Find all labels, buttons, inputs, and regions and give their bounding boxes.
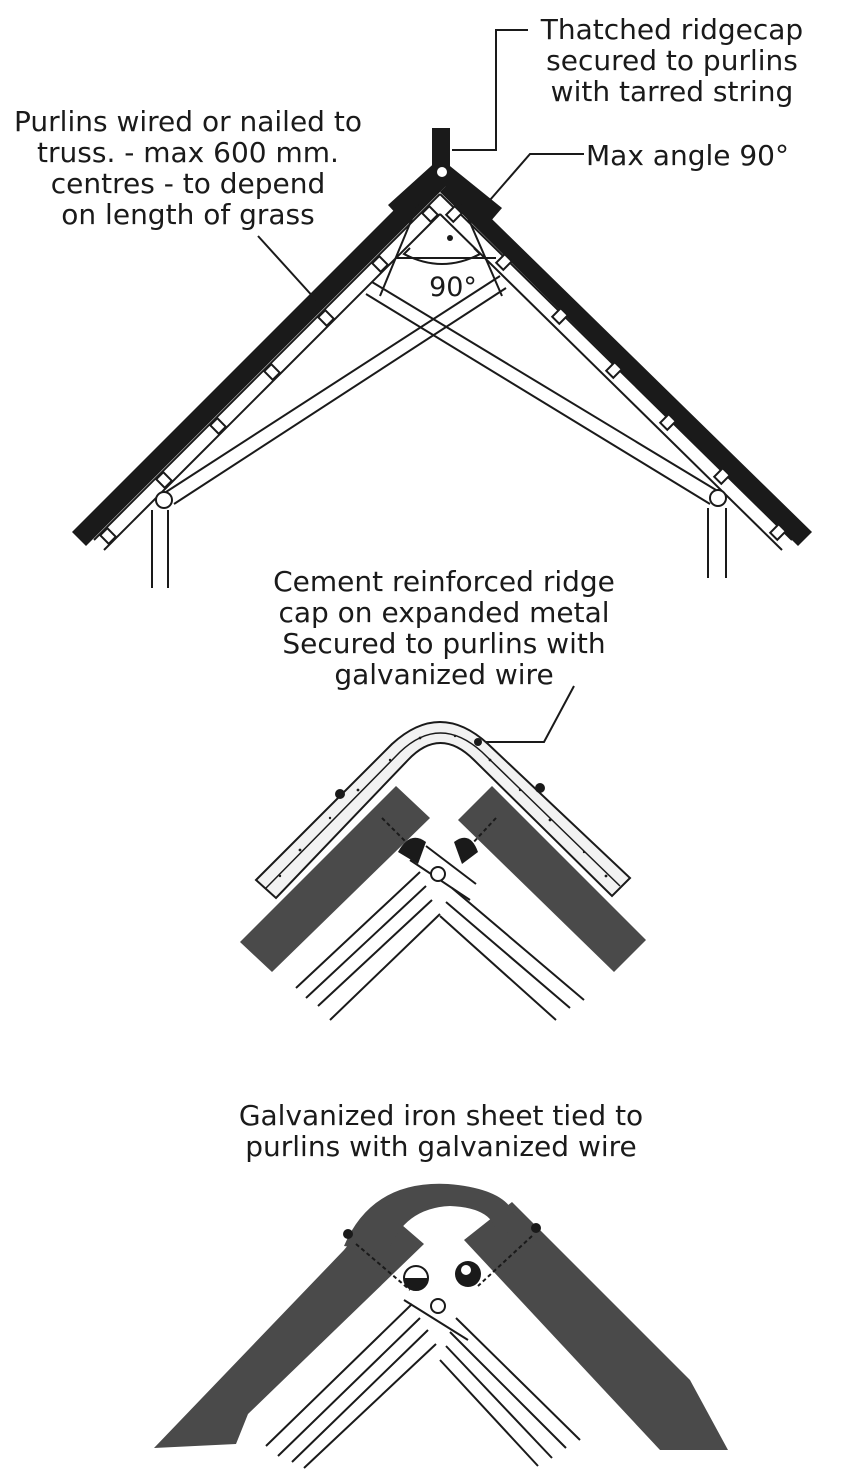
iron-ridge-cap: [344, 1183, 517, 1252]
thatched-ridgecap: [388, 158, 502, 222]
ridge-peg: [435, 165, 449, 179]
iron-sheet-label-line: purlins with galvanized wire: [245, 1130, 637, 1163]
angle-value-label: 90°: [429, 272, 477, 303]
cement-cap-label-line: Secured to purlins with: [282, 627, 606, 660]
iron-sheet-label: Galvanized iron sheet tied to purlins wi…: [196, 1100, 686, 1162]
leader-angle: [489, 153, 584, 201]
purlins-label-line: centres - to depend: [50, 167, 326, 200]
ridgecap-label-line: Thatched ridgecap: [540, 13, 804, 46]
max-angle-label: Max angle 90°: [586, 139, 789, 172]
iron-rafters: [265, 1298, 581, 1469]
cement-cap-label-line: galvanized wire: [334, 658, 554, 691]
ridgecap-label: Thatched ridgecap secured to purlins wit…: [522, 14, 822, 107]
purlins-label: Purlins wired or nailed to truss. - max …: [0, 106, 376, 230]
ridgecap-top: [432, 128, 450, 168]
ridgecap-label-line: secured to purlins: [546, 44, 798, 77]
purlins-left: [98, 204, 440, 546]
ridgecap-label-line: with tarred string: [550, 75, 794, 108]
cement-roof-left: [240, 786, 430, 972]
iron-roof-left: [154, 1206, 424, 1448]
leader-purlins: [257, 235, 317, 301]
cement-cap-label: Cement reinforced ridge cap on expanded …: [236, 566, 652, 690]
roof-covering-right: [440, 180, 812, 546]
cement-cap-label-line: Cement reinforced ridge: [273, 565, 615, 598]
iron-roof-right: [464, 1202, 728, 1450]
iron-sheet-label-line: Galvanized iron sheet tied to: [238, 1099, 644, 1132]
leader-cement: [486, 685, 575, 743]
truss-braces: [165, 203, 717, 505]
leader-ridgecap: [452, 29, 528, 151]
support-posts: [151, 489, 727, 588]
iron-sheet-diagram: [154, 1183, 728, 1469]
truss-diagram: [72, 29, 812, 588]
cement-ridge-cap: [254, 721, 632, 900]
cement-rafters: [295, 845, 585, 1021]
roof-covering-left: [72, 172, 446, 546]
cement-cap-label-line: cap on expanded metal: [278, 596, 610, 629]
purlins-label-line: Purlins wired or nailed to: [14, 105, 362, 138]
purlins-right: [444, 204, 788, 542]
cement-roof-right: [458, 786, 646, 972]
purlins-label-line: truss. - max 600 mm.: [37, 136, 339, 169]
purlins-label-line: on length of grass: [61, 198, 315, 231]
cement-ridge-diagram: [240, 685, 646, 1021]
